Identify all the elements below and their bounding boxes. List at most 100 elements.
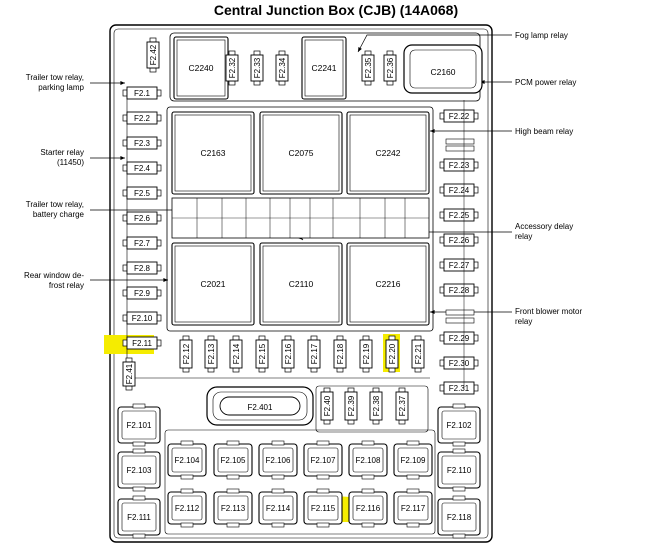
maxi-label: F2.110 [447, 466, 472, 475]
fuse-terminal [156, 289, 162, 297]
maxi-inner [262, 495, 294, 521]
fuse-body [126, 311, 158, 325]
fuse-terminal [122, 139, 128, 147]
fuse-terminal [362, 335, 370, 341]
fuse-terminal [439, 186, 445, 194]
maxi-fuse-f2-107: F2.107 [303, 440, 343, 480]
fuse-label: F2.30 [449, 359, 470, 368]
maxi-tab [132, 533, 146, 539]
fuse-body [443, 356, 475, 370]
fuse-body [250, 54, 264, 82]
maxi-inner [352, 447, 384, 473]
fuse-f2-24: F2.24 [439, 183, 479, 197]
fuse-f2-37: F2.37 [395, 387, 409, 425]
connector-label: C2075 [288, 148, 313, 158]
fuse-label: F2.5 [134, 189, 151, 198]
fuse-terminal [122, 89, 128, 97]
fuse-terminal [122, 114, 128, 122]
fuse-f2-15: F2.15 [255, 335, 269, 373]
fuse-f2-20: F2.20 [385, 335, 399, 373]
maxi-tab [271, 488, 285, 494]
connector-outer [259, 242, 343, 326]
fuse-body [126, 161, 158, 175]
fuse-terminal [347, 387, 355, 393]
connector-inner [174, 245, 252, 323]
diagram-title: Central Junction Box (CJB) (14A068) [214, 2, 458, 18]
maxi-tab [452, 448, 466, 454]
fuse-label: F2.16 [284, 343, 293, 364]
fuse-terminal [207, 367, 215, 373]
fuse-body [126, 336, 158, 350]
fuse-body [443, 183, 475, 197]
maxi-tab [316, 474, 330, 480]
maxi-fuse-f2-114: F2.114 [258, 488, 298, 528]
fuse-f2-11: F2.11 [122, 336, 162, 350]
fuse-f2-29: F2.29 [439, 331, 479, 345]
fuse-terminal [473, 286, 479, 294]
fuse-terminal [388, 367, 396, 373]
fuse-f2-34: F2.34 [275, 50, 289, 86]
connector-c2216: C2216 [346, 242, 430, 326]
fuse-body [359, 339, 373, 369]
fuse-body [126, 86, 158, 100]
leader-line [357, 34, 512, 53]
annotation-left: frost relay [49, 281, 84, 290]
connector-outer [259, 111, 343, 195]
fuse-f2-27: F2.27 [439, 258, 479, 272]
fuse-f2-2: F2.2 [122, 111, 162, 125]
maxi-tab [361, 488, 375, 494]
fuse-body [126, 236, 158, 250]
fuse-terminal [310, 367, 318, 373]
maxi-tab [271, 440, 285, 446]
fuse-body [225, 54, 239, 82]
fuse-label: F2.31 [449, 384, 470, 393]
fuse-f2-41: F2.41 [122, 357, 136, 391]
maxi-tab [226, 474, 240, 480]
fuse-label: F2.25 [449, 211, 470, 220]
fuse-body [443, 258, 475, 272]
fuse-terminal [156, 314, 162, 322]
fuse-body [443, 109, 475, 123]
fuse-body [443, 233, 475, 247]
fuse-terminal [439, 161, 445, 169]
fuse-label: F2.2 [134, 114, 151, 123]
maxi-fuse-f2-105: F2.105 [213, 440, 253, 480]
maxi-tab [180, 474, 194, 480]
fuse-f2-40: F2.40 [320, 387, 334, 425]
fuse-body [126, 211, 158, 225]
fuse-terminal [278, 50, 286, 56]
connector-outer [346, 111, 430, 195]
fuse-terminal [156, 239, 162, 247]
fuse-label: F2.22 [449, 112, 470, 121]
fuse-label: F2.20 [388, 343, 397, 364]
fuse-body [443, 283, 475, 297]
fuse-body [443, 381, 475, 395]
connector-inner [262, 245, 340, 323]
maxi-label: F2.117 [401, 504, 426, 513]
fuse-terminal [473, 186, 479, 194]
fuse-terminal [473, 112, 479, 120]
fuse-f2-31: F2.31 [439, 381, 479, 395]
fuse-terminal [149, 67, 157, 73]
pcm-relay-inner [409, 49, 477, 89]
fuse-f2-16: F2.16 [281, 335, 295, 373]
fuse-terminal [323, 419, 331, 425]
fuse-terminal [258, 367, 266, 373]
maxi-tab [406, 440, 420, 446]
fuse-terminal [473, 236, 479, 244]
maxi-fuse-f2-106: F2.106 [258, 440, 298, 480]
connector-label: C2110 [289, 279, 314, 289]
f2-401-frame-inner [212, 391, 308, 421]
connector-c2021: C2021 [171, 242, 255, 326]
maxi-tab [316, 522, 330, 528]
connector-label: C2242 [375, 148, 400, 158]
connector-outer [171, 111, 255, 195]
fuse-f2-23: F2.23 [439, 158, 479, 172]
fuse-body [443, 208, 475, 222]
fuse-terminal [122, 239, 128, 247]
fuse-f2-8: F2.8 [122, 261, 162, 275]
maxi-inner [217, 495, 249, 521]
fuse-terminal [323, 387, 331, 393]
